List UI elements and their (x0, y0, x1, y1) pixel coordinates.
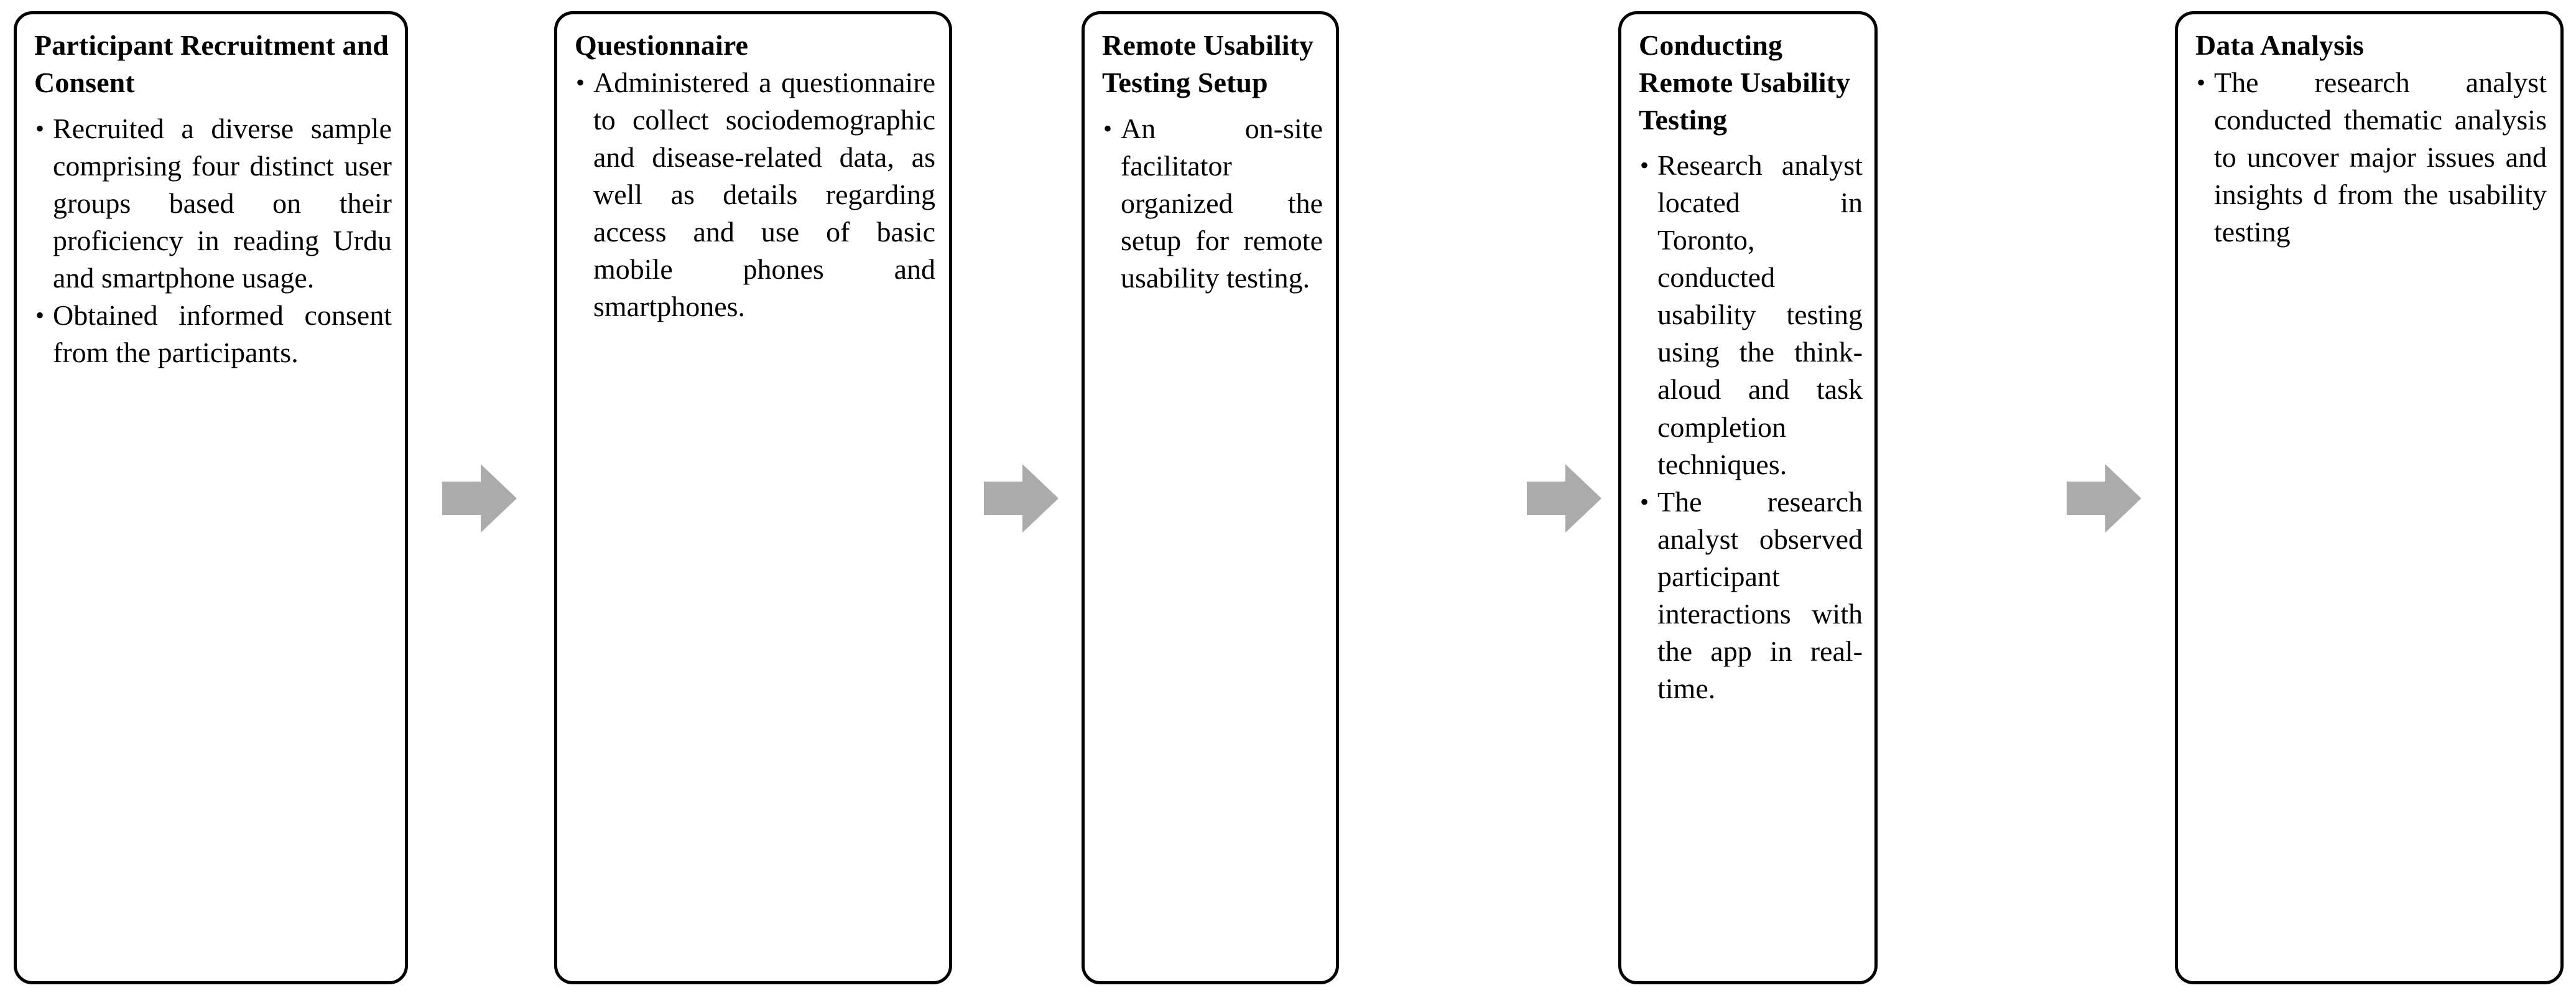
process-step-title-3: Remote Usability Testing Setup (1102, 29, 1314, 98)
bullet-item: The research analyst observed participan… (1639, 483, 1863, 707)
process-step-content-2: Questionnaire Administered a questionnai… (575, 27, 935, 325)
process-step-content-4: Conducting Remote Usability Testing Rese… (1639, 27, 1863, 707)
process-step-bullet-list-3: An on-site facilitator organized the set… (1102, 110, 1323, 297)
bullet-item: Obtained informed consent from the parti… (34, 297, 392, 371)
process-step-box-2[interactable]: Questionnaire Administered a questionnai… (554, 11, 952, 984)
right-arrow-icon (442, 464, 517, 533)
process-step-bullet-list-4: Research analyst located in Toronto, con… (1639, 147, 1863, 707)
bullet-item: Administered a questionnaire to collect … (575, 64, 935, 325)
title-spacer-3 (1102, 101, 1323, 110)
process-step-content-3: Remote Usability Testing Setup An on-sit… (1102, 27, 1323, 297)
process-step-content-1: Participant Recruitment and Consent Recr… (34, 27, 392, 371)
right-arrow-icon (1527, 464, 1601, 533)
process-step-title-5: Data Analysis (2195, 29, 2364, 61)
process-step-box-4[interactable]: Conducting Remote Usability Testing Rese… (1618, 11, 1878, 984)
right-arrow-icon (2067, 464, 2141, 533)
bullet-item: The research analyst conducted thematic … (2195, 64, 2547, 251)
process-step-box-3[interactable]: Remote Usability Testing Setup An on-sit… (1082, 11, 1339, 984)
process-step-title-2: Questionnaire (575, 29, 749, 61)
process-step-box-5[interactable]: Data Analysis The research analyst condu… (2175, 11, 2564, 984)
process-step-title-1: Participant Recruitment and Consent (34, 29, 389, 98)
bullet-item: An on-site facilitator organized the set… (1102, 110, 1323, 297)
right-arrow-icon (984, 464, 1059, 533)
process-step-title-4: Conducting Remote Usability Testing (1639, 29, 1851, 136)
title-spacer-4 (1639, 138, 1863, 147)
process-step-box-1[interactable]: Participant Recruitment and Consent Recr… (14, 11, 408, 984)
process-step-content-5: Data Analysis The research analyst condu… (2195, 27, 2547, 251)
process-step-bullet-list-5: The research analyst conducted thematic … (2195, 64, 2547, 251)
bullet-item: Research analyst located in Toronto, con… (1639, 147, 1863, 483)
process-step-bullet-list-2: Administered a questionnaire to collect … (575, 64, 935, 325)
bullet-item: Recruited a diverse sample comprising fo… (34, 110, 392, 297)
process-step-bullet-list-1: Recruited a diverse sample comprising fo… (34, 110, 392, 371)
title-spacer-1 (34, 101, 392, 110)
